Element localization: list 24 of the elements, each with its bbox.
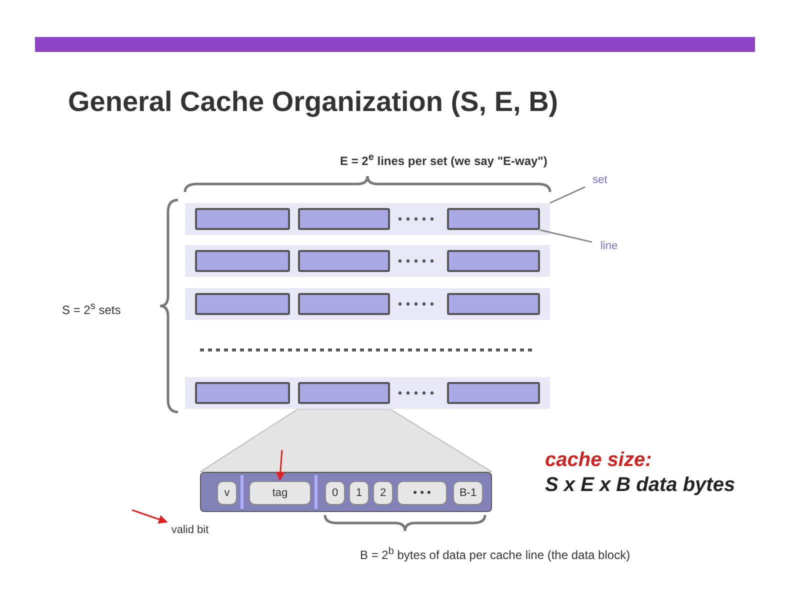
brace-label: S = 2$^{s}$ sets <box>62 301 121 317</box>
leader-line <box>550 186 586 204</box>
line-field-cell: B-1 <box>453 481 483 505</box>
slide-title: General Cache Organization (S, E, B) <box>68 86 558 118</box>
arrow <box>132 509 168 524</box>
set-row-band <box>185 288 550 320</box>
callout-label: line <box>600 240 618 252</box>
emphasis-text: cache size: <box>545 449 652 472</box>
line-field-cell: tag <box>249 481 311 505</box>
callout-label: set <box>592 174 608 186</box>
line-field-cell: 0 <box>325 481 345 505</box>
arrow <box>276 450 285 481</box>
set-row-band <box>185 377 550 409</box>
line-field-cell: v <box>217 481 237 505</box>
annotation-text: valid bit <box>171 524 209 536</box>
formula-text: S x E x B data bytes <box>545 474 736 497</box>
brace-label: E = 2$^{e}$ lines per set (we say "E-way") <box>340 152 548 168</box>
line-field-cell: • • • <box>397 481 447 505</box>
line-field-cell: 1 <box>349 481 369 505</box>
set-row-band <box>185 245 550 277</box>
line-field-cell: 2 <box>373 481 393 505</box>
set-row-band <box>185 203 550 235</box>
leader-line <box>540 229 592 243</box>
brace-label: B = 2$^{b}$ bytes of data per cache line (the data block) <box>360 546 630 562</box>
